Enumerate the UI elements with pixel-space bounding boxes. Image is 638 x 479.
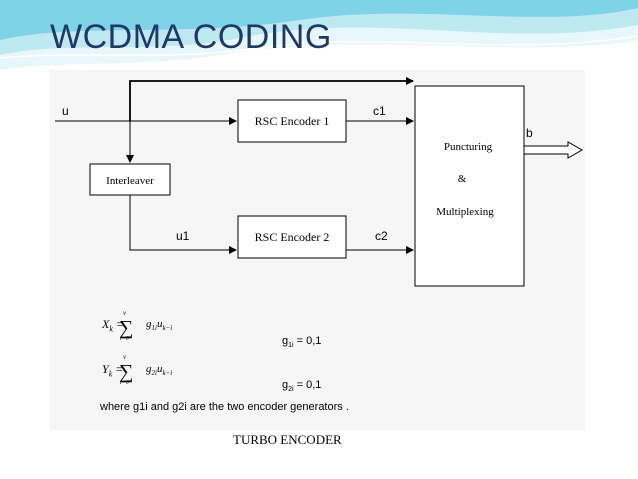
- eq-x-equals: =: [112, 317, 125, 331]
- systematic-path: [129, 77, 414, 121]
- eq-y-lhs: Yk =: [102, 362, 123, 378]
- g2-equals: = 0,1: [293, 379, 322, 391]
- eq-y-sum-bottom: i=0: [120, 380, 129, 386]
- sum-symbol-x: ∑: [119, 317, 133, 339]
- header-wave-band: [0, 0, 638, 70]
- slide-title: WCDMA CODING: [50, 18, 332, 56]
- diagram-caption: TURBO ENCODER: [233, 432, 342, 447]
- g1-equals: = 0,1: [293, 335, 322, 347]
- eq-x-rhs: g1iuk−i: [146, 318, 172, 332]
- eq-x-sub: k: [109, 324, 113, 334]
- g1-sub: 1i: [288, 342, 294, 350]
- u1-path: [129, 195, 237, 254]
- eq-x-sum-top: v: [123, 309, 127, 317]
- eq-y-sub: k: [108, 369, 113, 379]
- input-label-u: u: [62, 104, 69, 118]
- eq-y-symbol: Y: [102, 362, 109, 376]
- g2-sub: 2i: [288, 386, 294, 394]
- interleaver-label: Interleaver: [106, 175, 154, 187]
- header-wave-line: [0, 35, 638, 59]
- eq-y-rhs: g2iuk−i: [146, 363, 172, 377]
- eq-x-symbol: X: [102, 317, 110, 331]
- puncturing-label: Puncturing: [444, 141, 493, 153]
- output-label-b: b: [526, 126, 533, 140]
- c1-label: c1: [373, 104, 386, 118]
- rsc-encoder-1-block: [237, 99, 347, 143]
- eq-y-u: u: [156, 363, 163, 375]
- g2-value: g2i = 0,1: [282, 379, 321, 393]
- sum-symbol-y: ∑: [119, 361, 133, 383]
- rsc-encoder-2-block: [237, 215, 347, 259]
- eq-y-sum-top: v: [123, 353, 127, 361]
- generator-note: where g1i and g2i are the two encoder ge…: [100, 401, 349, 413]
- eq-x-sum-bottom: i=0: [120, 336, 129, 342]
- eq-x-u: u: [156, 318, 163, 330]
- output-arrow-b: [523, 141, 584, 159]
- eq-y-equals: =: [112, 362, 124, 376]
- g1-value: g1i = 0,1: [282, 335, 321, 349]
- g1-symbol: g: [282, 335, 289, 347]
- eq-y-u-sub: k−i: [162, 369, 173, 378]
- eq-x-g: g: [146, 318, 152, 330]
- rsc-encoder-1-label: RSC Encoder 1: [255, 114, 330, 128]
- multiplexing-label: Multiplexing: [436, 206, 494, 218]
- eq-y-g-sub: 2i: [151, 369, 157, 378]
- g2-symbol: g: [282, 379, 289, 391]
- eq-y-g: g: [146, 363, 152, 375]
- u1-label: u1: [176, 229, 190, 243]
- c2-label: c2: [375, 229, 388, 243]
- eq-x-u-sub: k−i: [162, 324, 173, 333]
- puncturing-multiplexing-block: [414, 85, 525, 287]
- eq-x-g-sub: 1i: [151, 324, 157, 333]
- eq-x-lhs: Xk =: [102, 317, 124, 333]
- ampersand-label: &: [458, 173, 467, 185]
- header-wave-dark: [0, 0, 638, 40]
- rsc-encoder-2-label: RSC Encoder 2: [255, 230, 330, 244]
